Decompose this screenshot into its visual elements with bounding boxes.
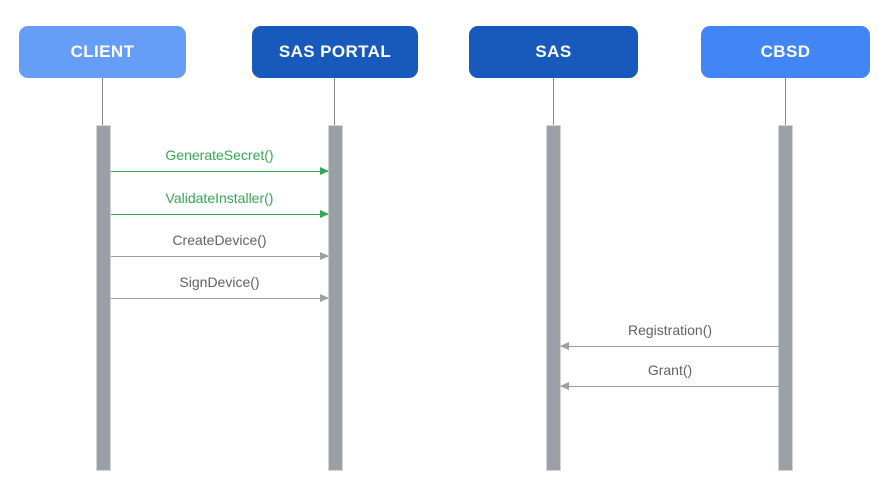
arrow-right-icon (320, 210, 329, 218)
actor-label-sas-portal: SAS PORTAL (278, 42, 392, 61)
actor-label-cbsd: CBSD (760, 42, 811, 61)
actor-label-sas: SAS (535, 42, 572, 61)
message-grant: Grant() (560, 360, 779, 390)
message-create-device-arrow (111, 252, 329, 260)
message-grant-arrow (560, 382, 779, 390)
message-registration-arrow (560, 342, 779, 350)
message-validate-installer-arrow (111, 210, 329, 218)
actor-box-sas: SAS (469, 26, 638, 78)
message-validate-installer-label: ValidateInstaller() (165, 190, 274, 206)
actor-box-cbsd: CBSD (701, 26, 870, 78)
lifeline-stem-sas (553, 78, 554, 126)
message-grant-label: Grant() (647, 362, 693, 378)
activation-bar-client (96, 125, 111, 471)
arrow-right-icon (320, 167, 329, 175)
message-registration: Registration() (560, 320, 779, 350)
arrow-right-icon (320, 252, 329, 260)
activation-bar-sas-portal (328, 125, 343, 471)
activation-bar-cbsd (778, 125, 793, 471)
actor-box-sas-portal: SAS PORTAL (252, 26, 418, 78)
lifeline-stem-sas-portal (334, 78, 335, 126)
message-registration-label: Registration() (627, 322, 713, 338)
lifeline-stem-client (102, 78, 103, 126)
message-validate-installer: ValidateInstaller() (111, 188, 329, 218)
arrow-left-icon (560, 342, 569, 350)
message-sign-device-arrow (111, 294, 329, 302)
message-generate-secret-arrow (111, 167, 329, 175)
activation-bar-sas (546, 125, 561, 471)
message-create-device-label: CreateDevice() (172, 232, 267, 248)
message-generate-secret-label: GenerateSecret() (165, 147, 274, 163)
arrow-right-icon (320, 294, 329, 302)
actor-label-client: CLIENT (70, 42, 135, 61)
arrow-left-icon (560, 382, 569, 390)
message-create-device: CreateDevice() (111, 230, 329, 260)
lifeline-stem-cbsd (785, 78, 786, 126)
message-sign-device: SignDevice() (111, 272, 329, 302)
actor-box-client: CLIENT (19, 26, 186, 78)
message-generate-secret: GenerateSecret() (111, 145, 329, 175)
message-sign-device-label: SignDevice() (179, 274, 260, 290)
